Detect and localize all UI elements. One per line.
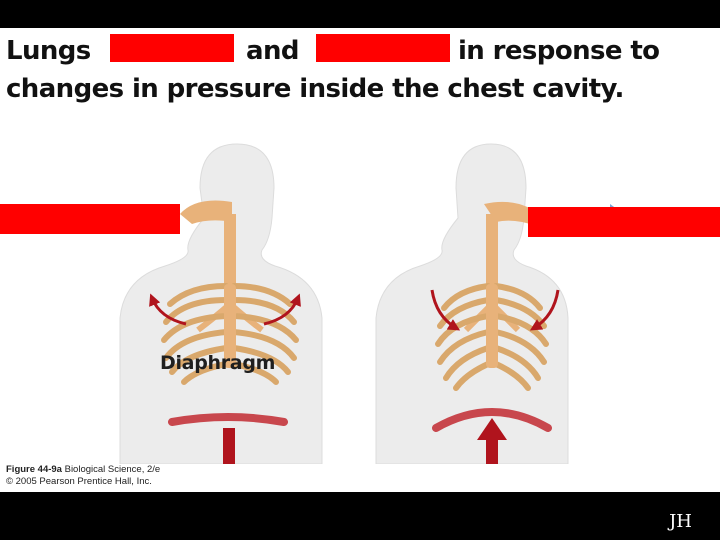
sternum-left <box>224 284 236 368</box>
rib-arrow-in-left <box>430 289 461 331</box>
author-initials: JH <box>669 511 692 532</box>
nasal-cavity-left <box>180 200 232 224</box>
caption-book-title: Biological Science, 2/e <box>64 464 161 475</box>
sternum-right <box>486 284 498 368</box>
trachea-right <box>486 214 498 306</box>
trachea-left <box>224 214 236 306</box>
redaction-box-left-label <box>0 204 180 234</box>
title-word-and: and <box>246 36 299 66</box>
rib-arrow-out-left <box>149 293 187 326</box>
torso-silhouette-left <box>119 143 323 464</box>
rib-arrow-in-right <box>529 289 560 331</box>
inhalation-figure <box>92 143 323 464</box>
figure-caption: Figure 44-9a Biological Science, 2/e © 2… <box>6 464 160 488</box>
ribcage-left <box>161 283 299 385</box>
diaphragm-right <box>432 408 552 432</box>
diaphragm-up-arrow <box>477 418 507 464</box>
rib-arrow-out-right <box>263 293 301 326</box>
title-phrase-in-response: in response to <box>458 36 660 66</box>
caption-copyright: © 2005 Pearson Prentice Hall, Inc. <box>6 476 152 487</box>
diaphragm-left <box>168 413 288 426</box>
exhalation-figure <box>375 143 628 464</box>
caption-figure-number: Figure 44-9a <box>6 464 62 475</box>
title-line-2: changes in pressure inside the chest cav… <box>6 74 624 104</box>
diaphragm-down-arrow <box>223 428 235 464</box>
redaction-box-title-2 <box>316 34 450 62</box>
title-word-lungs: Lungs <box>6 36 91 66</box>
redaction-box-title-1 <box>110 34 234 62</box>
breathing-illustration <box>92 143 628 464</box>
diaphragm-label: Diaphragm <box>160 352 276 374</box>
redaction-box-right-label <box>528 207 720 237</box>
slide: Lungs and in response to changes in pres… <box>0 28 720 492</box>
